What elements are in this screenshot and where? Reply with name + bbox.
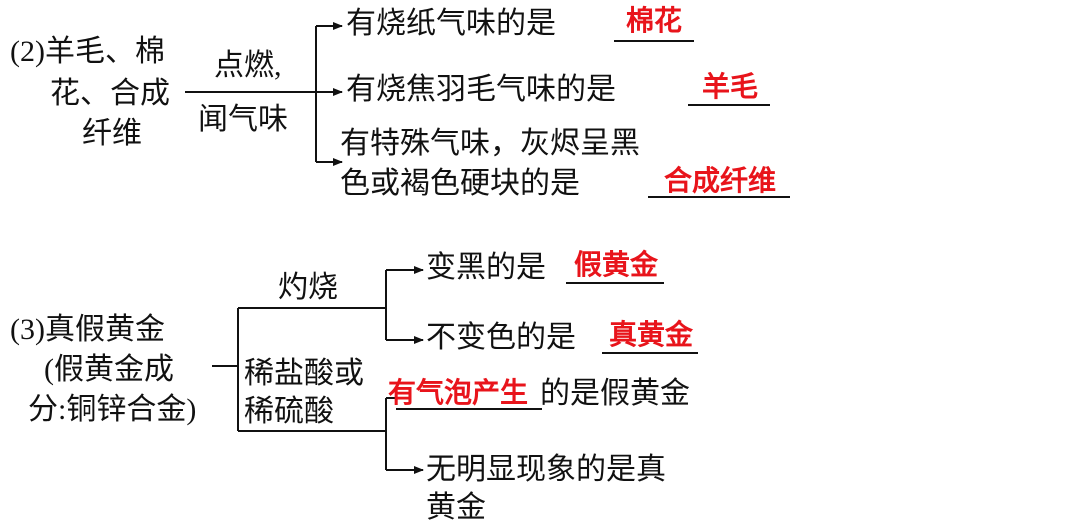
q3-branch-1-prompt: 变黑的是 [426, 251, 546, 284]
q3-method-1: 灼烧 [278, 271, 338, 304]
q3-branch-3-answer: 有气泡产生 [388, 377, 529, 408]
q2-subject-text-1: 羊毛、棉 [44, 35, 165, 68]
q3-branch-1-answer: 假黄金 [573, 249, 658, 280]
q2-branch-1-answer: 棉花 [625, 5, 682, 36]
q3-branch-4-line-1: 无明显现象的是真 [426, 453, 666, 486]
q2-subject-line-1: (2)羊毛、棉 [10, 34, 165, 70]
q2-branch-3-prompt-line-1: 有特殊气味，灰烬呈黑 [340, 127, 640, 160]
q3-branch-1-underline [566, 282, 664, 284]
q2-branch-3-prompt-line-2: 色或褐色硬块的是 [340, 167, 580, 200]
q3-branch-3-suffix: 的是假黄金 [540, 377, 690, 410]
q3-branch-2-prompt: 不变色的是 [426, 321, 576, 354]
q2-branch-2-answer: 羊毛 [701, 71, 758, 102]
q2-method-bottom: 闻气味 [198, 103, 288, 136]
q2-branch-2-underline [688, 104, 770, 106]
q3-title: (3)真假黄金 [10, 313, 165, 346]
q2-method-top: 点燃, [214, 49, 282, 82]
q2-branch-1-underline [614, 40, 694, 42]
q3-branch-3-underline [396, 408, 542, 410]
q3-method-2-line-1: 稀盐酸或 [244, 357, 364, 390]
q3-branch-4-line-2: 黄金 [426, 491, 486, 524]
q2-subject-line-3: 纤维 [82, 117, 142, 150]
q2-subject-line-2: 花、合成 [50, 77, 170, 110]
q2-number: (2) [10, 35, 45, 68]
q3-branch-2-answer: 真黄金 [608, 319, 693, 350]
q3-note-line-1: (假黄金成 [44, 353, 174, 386]
q2-branch-2-prompt: 有烧焦羽毛气味的是 [346, 73, 616, 106]
q3-branch-2-underline [602, 352, 698, 354]
q3-note-line-2: 分:铜锌合金) [28, 393, 197, 426]
q3-method-2-line-2: 稀硫酸 [244, 395, 334, 428]
q2-branch-3-underline [648, 196, 790, 198]
q2-branch-1-prompt: 有烧纸气味的是 [346, 7, 556, 40]
q2-branch-3-answer: 合成纤维 [663, 165, 776, 196]
